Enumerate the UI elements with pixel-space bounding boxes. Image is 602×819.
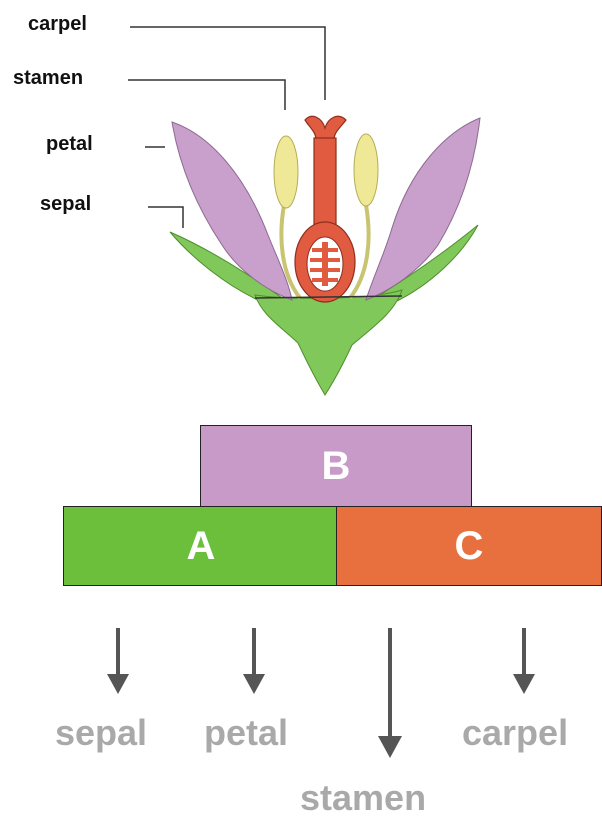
leader-line-stamen	[128, 80, 285, 110]
carpel-style	[314, 138, 336, 228]
box-a: A	[63, 506, 339, 586]
output-sepal: sepal	[55, 715, 147, 751]
output-petal: petal	[204, 715, 288, 751]
receptacle	[255, 290, 402, 395]
arrow-stamen-icon	[378, 628, 402, 758]
output-stamen: stamen	[300, 780, 426, 816]
box-b: B	[200, 425, 472, 507]
leader-line-sepal	[148, 207, 183, 228]
stamen-anther-right	[354, 134, 378, 206]
arrow-petal-icon	[243, 628, 265, 694]
arrow-carpel-icon	[513, 628, 535, 694]
stamen-anther-left	[274, 136, 298, 208]
carpel-stigma	[305, 116, 346, 140]
arrow-sepal-icon	[107, 628, 129, 694]
leader-line-carpel	[130, 27, 325, 100]
output-carpel: carpel	[462, 715, 568, 751]
box-c: C	[336, 506, 602, 586]
